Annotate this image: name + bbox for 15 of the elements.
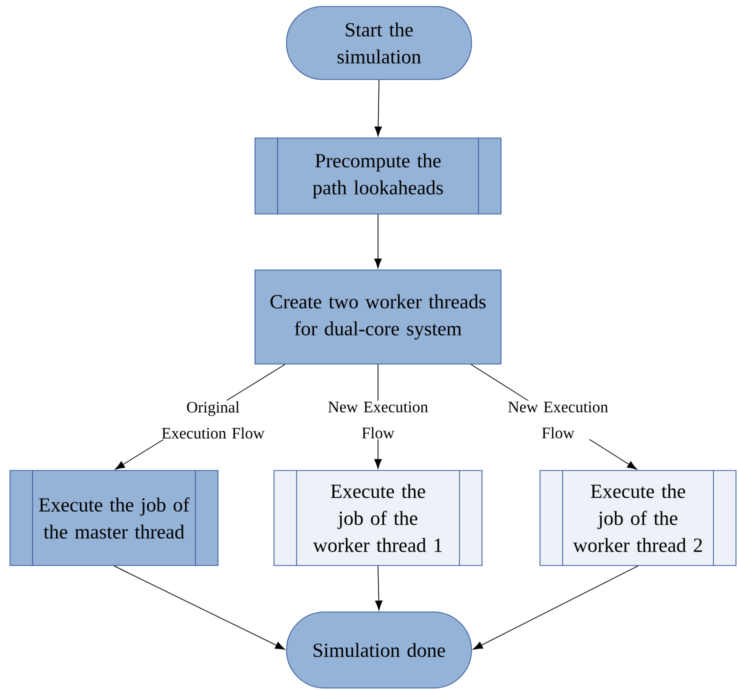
subprocess-box: Execute the job of the worker thread 1 <box>274 470 482 566</box>
arrow <box>473 566 638 650</box>
arrow <box>114 566 285 650</box>
edge-label: New Execution Flow <box>322 400 434 440</box>
subprocess-box: Precompute the path lookaheads <box>254 137 502 215</box>
terminal-box: Simulation done <box>286 612 472 688</box>
arrow <box>374 214 382 268</box>
edge-label: Original Execution Flow <box>157 400 269 440</box>
process-box: Create two worker threads for dual-core system <box>254 270 502 364</box>
subprocess-box: Execute the job of the master thread <box>10 470 218 566</box>
edge-label: New Execution Flow <box>502 400 614 440</box>
arrow <box>374 80 382 136</box>
terminal-box: Start the simulation <box>286 6 472 80</box>
subprocess-box: Execute the job of the worker thread 2 <box>540 470 736 566</box>
arrow <box>375 566 382 610</box>
